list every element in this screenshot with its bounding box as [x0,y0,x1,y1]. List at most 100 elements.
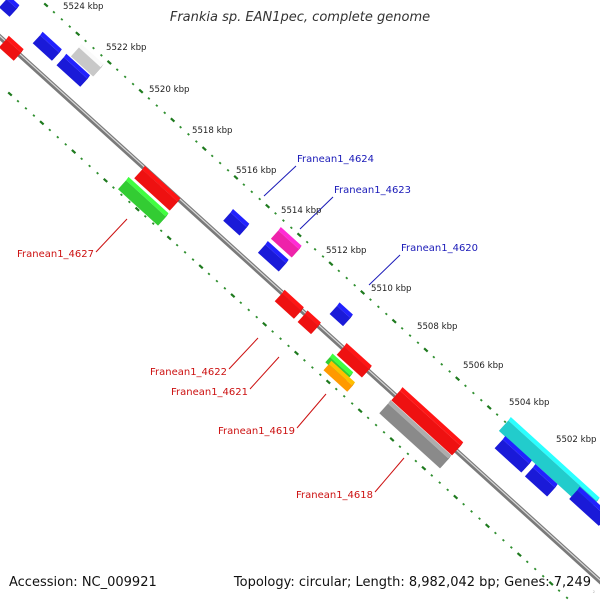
gene-arrow-top-face [330,353,354,376]
gene-arrow-top-face [305,310,321,326]
scale-tick-minor [239,301,243,305]
gene-arrow-front-face [257,244,287,272]
scale-tick-major [71,149,77,155]
scale-tick-minor [247,308,251,312]
gene-arrow-blue-2[interactable] [56,53,91,87]
scale-tick-major [166,235,172,241]
scale-tick-major [7,91,13,97]
scale-tick-minor [179,125,182,129]
gene-arrow-franean1-4627-red[interactable] [134,165,181,211]
gene-arrow-franean1-4619-red[interactable] [336,343,372,378]
gene-arrow-front-face [134,169,178,211]
gene-label-franean1-4620[interactable]: Franean1_4620 [401,243,478,254]
scale-tick-minor [448,370,452,373]
scale-label: 5502 kbp [556,435,597,445]
scale-tick-minor [226,168,230,172]
scale-tick-minor [376,305,380,309]
scale-tick-major [262,321,268,327]
gene-arrow-franean1-4618-gray[interactable] [379,400,452,469]
gene-arrow-franean1-4620[interactable] [329,302,353,327]
scale-tick-major [455,376,461,382]
gene-label-leader [299,196,334,230]
scale-tick-minor [557,589,561,593]
scale-tick-major [102,177,109,183]
scale-label: 5524 kbp [63,2,104,12]
gene-label-franean1-4619[interactable]: Franean1_4619 [218,426,295,437]
scale-tick-minor [56,135,60,139]
scale-tick-minor [68,25,72,28]
scale-tick-minor [334,387,338,391]
gene-arrow-franean1-4624[interactable] [257,241,289,272]
gene-arrow-franean1-4618-red[interactable] [391,387,464,456]
scale-tick-minor [274,211,277,215]
scale-tick-minor [32,114,36,117]
gene-arrow-franean1-4623[interactable] [270,227,302,258]
scale-tick-major [138,88,144,94]
scale-tick-minor [321,255,325,258]
scale-tick-minor [503,420,507,424]
gene-arrow-top-face [577,486,600,511]
gene-label-franean1-4627[interactable]: Franean1_4627 [17,249,94,260]
scale-tick-minor [287,344,290,348]
gene-arrow-top-face [337,302,353,318]
scale-tick-minor [99,53,103,57]
gene-label-franean1-4622[interactable]: Franean1_4622 [150,367,227,378]
scale-tick-minor [88,164,91,168]
gene-arrow-top-face [400,387,464,446]
scale-tick-minor [464,384,467,388]
scale-tick-minor [432,355,436,359]
scale-tick-minor [96,171,99,175]
gene-arrow-red-edge[interactable] [0,35,24,61]
gene-label-leader [228,337,259,370]
scale-tick-minor [310,366,314,369]
scale-label: 5516 kbp [236,166,277,176]
gene-arrow-blue-1[interactable] [32,31,62,61]
gene-label-franean1-4623[interactable]: Franean1_4623 [334,185,411,196]
scale-tick-minor [478,517,481,521]
gene-label-franean1-4624[interactable]: Franean1_4624 [297,154,374,165]
scale-tick-minor [282,219,285,222]
scale-tick-minor [207,272,211,276]
gene-label-franean1-4621[interactable]: Franean1_4621 [171,387,248,398]
scale-tick-minor [501,538,505,542]
genome-summary: Topology: circular; Length: 8,982,042 bp… [233,575,591,590]
gene-arrow-lightgray[interactable] [70,44,104,77]
scale-tick-minor [223,286,227,290]
scale-tick-minor [163,111,167,115]
scale-tick-major [293,350,299,356]
scale-tick-minor [112,186,115,189]
scale-tick-major [170,117,176,123]
scale-tick-minor [406,452,410,456]
scale-tick-minor [494,531,497,535]
gene-arrow-blue-3[interactable] [223,209,250,236]
scale-tick-minor [470,510,473,513]
gene-arrow-top-face [265,241,289,264]
scale-tick-major [453,494,459,500]
lower-scale-track [7,91,576,604]
scale-tick-minor [479,398,483,402]
gene-arrow-blue-4[interactable] [494,436,532,473]
scale-tick-minor [210,154,214,158]
gene-arrow-franean1-4622[interactable] [274,289,304,319]
gene-arrow-franean1-4621[interactable] [297,310,321,335]
scale-tick-minor [92,46,95,50]
scale-tick-minor [398,445,402,449]
gene-arrow-franean1-4627-green[interactable] [118,176,169,226]
gene-arrow-top-face [532,464,558,488]
scale-tick-minor [350,402,354,405]
scale-tick-minor [414,459,418,463]
scale-tick-minor [143,214,147,218]
scale-tick-minor [369,298,372,302]
scale-tick-major [516,552,522,558]
scale-tick-minor [303,358,306,362]
gene-arrow-blue-edge[interactable] [0,0,20,17]
gene-arrow-front-face [498,420,598,512]
gene-arrow-front-face [323,364,353,392]
scale-tick-major [296,232,302,238]
gene-arrow-blue-5[interactable] [524,464,558,497]
scale-tick-minor [16,99,20,103]
gene-arrow-franean1-4619-orange[interactable] [323,360,356,392]
gene-label-franean1-4618[interactable]: Franean1_4618 [296,490,373,501]
